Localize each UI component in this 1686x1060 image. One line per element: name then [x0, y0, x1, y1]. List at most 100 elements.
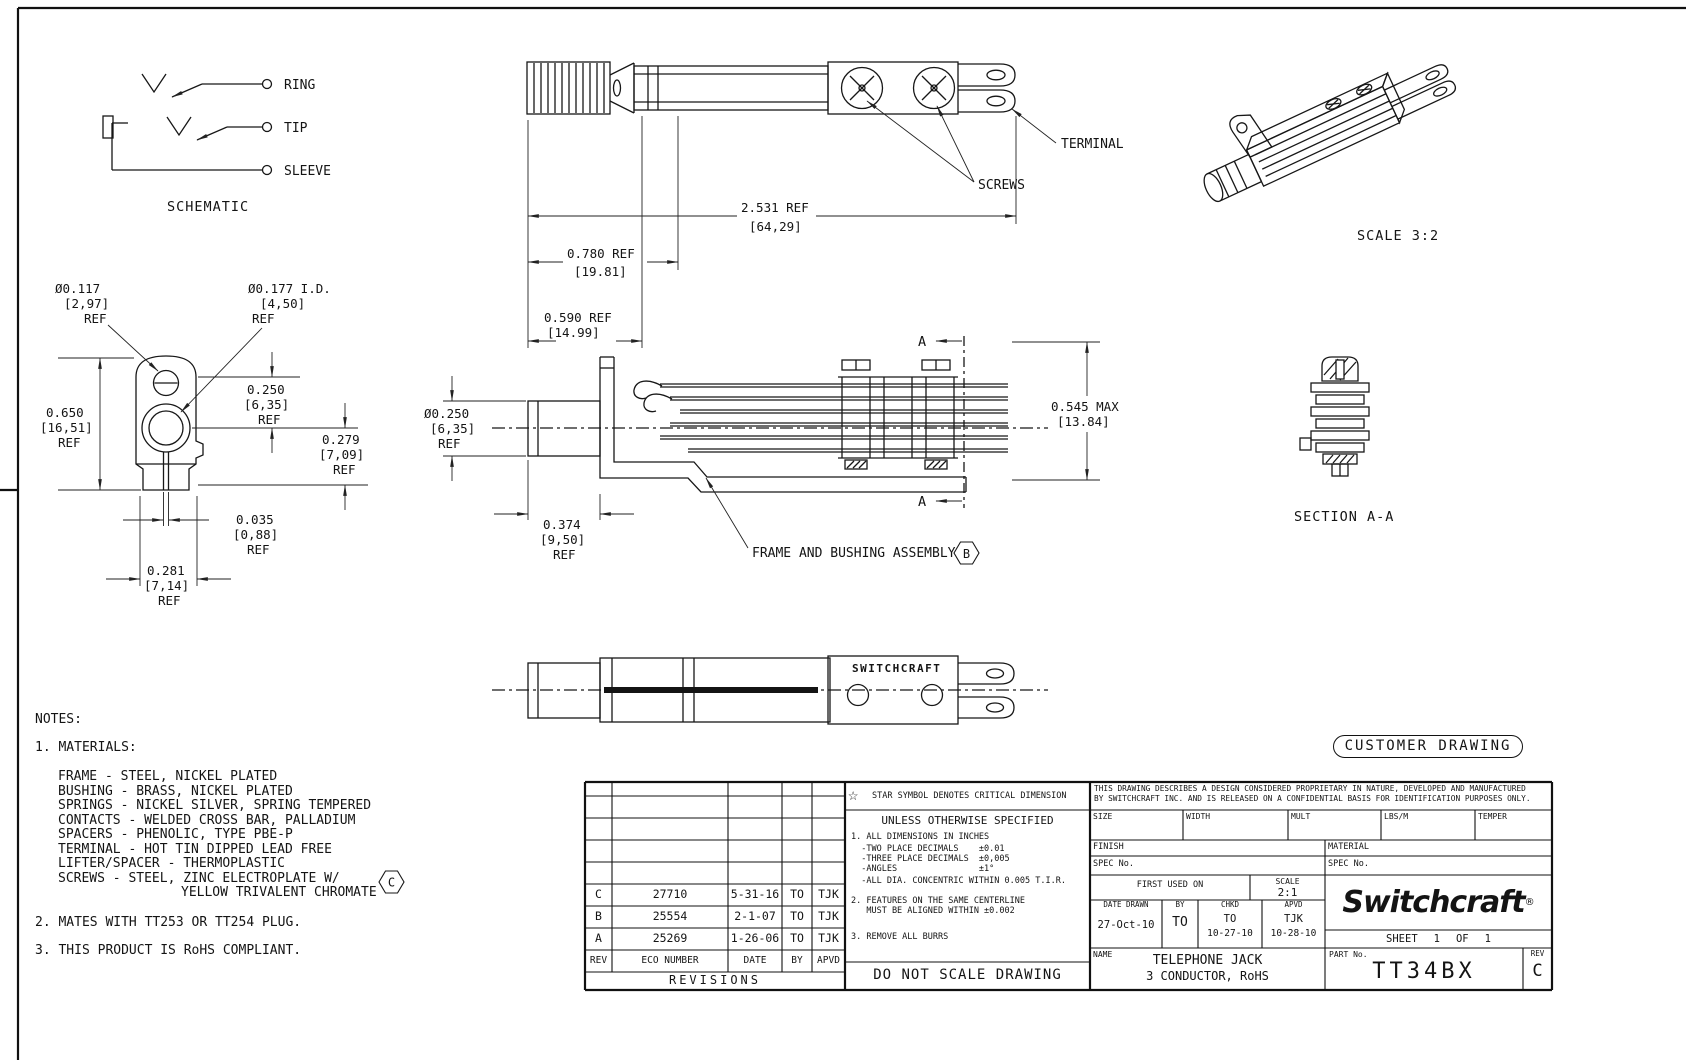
rev-row-by: TO	[790, 931, 804, 946]
material-line-continued: YELLOW TRIVALENT CHROMATE	[181, 885, 377, 900]
material-spec-label: SPEC No.	[1328, 859, 1369, 869]
dia-id-ref: REF	[252, 311, 275, 326]
chkd-value: TO	[1223, 913, 1237, 925]
dia-id-mm: [4,50]	[260, 296, 305, 311]
part-name-line1: TELEPHONE JACK	[1152, 953, 1263, 968]
screws-label: SCREWS	[978, 178, 1025, 193]
main-view-dimensions	[443, 339, 1100, 565]
mult-label: MULT	[1291, 812, 1311, 821]
revisions-caption: REVISIONS	[668, 973, 762, 988]
section-view-body	[1299, 356, 1370, 477]
rev-header-rev: REV	[589, 954, 608, 966]
rev-value: C	[1532, 961, 1543, 981]
sleeve-label: SLEEVE	[284, 164, 331, 179]
finish-spec-label: SPEC No.	[1093, 859, 1134, 869]
notes-rev-hexagon	[378, 870, 405, 894]
apvd-value: TJK	[1284, 913, 1303, 925]
tolerance-line: 2. FEATURES ON THE SAME CENTERLINE	[851, 896, 1025, 906]
dim-780-mm: [19.81]	[574, 264, 627, 279]
dim-374-ref: REF	[553, 547, 576, 562]
rev-row-by: TO	[790, 909, 804, 924]
name-label: NAME	[1093, 950, 1113, 959]
dim-250-mm: [6,35]	[244, 397, 289, 412]
dim-374-mm: [9,50]	[540, 532, 585, 547]
material-line: LIFTER/SPACER - THERMOPLASTIC	[58, 856, 285, 871]
lbsm-label: LBS/M	[1384, 812, 1409, 821]
rev-row-apvd: TJK	[818, 909, 839, 924]
rev-row-apvd: TJK	[818, 931, 839, 946]
rev-row-eco: 27710	[652, 887, 688, 902]
main-view-body	[492, 336, 1048, 508]
dia-bushing-ref: REF	[438, 436, 461, 451]
material-line: SPACERS - PHENOLIC, TYPE PBE-P	[58, 827, 293, 842]
rev-row-eco: 25554	[652, 909, 688, 924]
tolerance-line: -ANGLES ±1°	[851, 864, 995, 874]
rev-row-rev: B	[595, 909, 602, 924]
dim-279-mm: [7,09]	[319, 447, 364, 462]
dia-bushing: Ø0.250	[424, 406, 469, 421]
scale-value: 2:1	[1277, 886, 1298, 899]
of-value: 1	[1484, 932, 1491, 945]
customer-drawing-badge: CUSTOMER DRAWING	[1333, 735, 1523, 758]
notes-rev-flag: C	[388, 876, 395, 890]
dim-281: 0.281	[147, 563, 185, 578]
top-view-body	[526, 61, 1016, 115]
date-drawn-value: 27-Oct-10	[1097, 919, 1155, 931]
tolerance-line: -ALL DIA. CONCENTRIC WITHIN 0.005 T.I.R.	[851, 876, 1066, 886]
iso-scale-label: SCALE 3:2	[1357, 228, 1439, 244]
tolerance-heading: UNLESS OTHERWISE SPECIFIED	[881, 814, 1054, 827]
section-marker-top: A	[918, 334, 927, 350]
rev-row-date: 1-26-06	[730, 931, 780, 946]
tolerance-line: -TWO PLACE DECIMALS ±0.01	[851, 844, 1005, 854]
of-label: OF	[1455, 932, 1469, 945]
part-no-label: PART No.	[1329, 950, 1368, 959]
rev-row-eco: 25269	[652, 931, 688, 946]
rev-row-rev: A	[595, 931, 602, 946]
section-marker-bottom: A	[918, 494, 927, 510]
date-drawn-label: DATE DRAWN	[1103, 900, 1149, 909]
dim-281-mm: [7,14]	[144, 578, 189, 593]
dia-id: Ø0.177 I.D.	[248, 281, 331, 296]
dim-780: 0.780 REF	[567, 246, 635, 261]
dim-035-mm: [0,88]	[233, 527, 278, 542]
front-view-dimensions	[58, 324, 368, 586]
dim-650-ref: REF	[58, 435, 81, 450]
chkd-date: 10-27-10	[1207, 928, 1253, 939]
logo-text: Switchcraft	[1342, 884, 1525, 920]
by-label: BY	[1175, 900, 1185, 909]
scale-label: SCALE	[1275, 877, 1300, 886]
tolerance-line: -THREE PLACE DECIMALS ±0,005	[851, 854, 1010, 864]
dim-overall: 2.531 REF	[741, 200, 809, 215]
bottom-view-body	[492, 655, 1048, 725]
apvd-label: APVD	[1284, 900, 1303, 909]
frame-bushing-callout: FRAME AND BUSHING ASSEMBLY	[752, 546, 956, 561]
switchcraft-logo: Switchcraft®	[1325, 876, 1552, 930]
tip-label: TIP	[284, 121, 308, 136]
sheet-frame-border	[0, 6, 1686, 1060]
tolerance-line: 3. REMOVE ALL BURRS	[851, 932, 949, 942]
material-line: CONTACTS - WELDED CROSS BAR, PALLADIUM	[58, 813, 356, 828]
brand-on-part: SWITCHCRAFT	[852, 662, 941, 675]
finish-label: FINISH	[1093, 842, 1124, 852]
material-line: SCREWS - STEEL, ZINC ELECTROPLATE W/	[58, 871, 340, 886]
material-label: MATERIAL	[1328, 842, 1369, 852]
dia-small-mm: [2,97]	[64, 296, 109, 311]
star-note: STAR SYMBOL DENOTES CRITICAL DIMENSION	[872, 791, 1067, 801]
sheet-label: SHEET	[1386, 932, 1418, 945]
first-used-label: FIRST USED ON	[1136, 880, 1204, 890]
sheet-row: SHEET 1 OF 1	[1325, 930, 1552, 948]
notes-item-materials: 1. MATERIALS:	[35, 740, 137, 755]
rev-header-apvd: APVD	[817, 954, 840, 966]
do-not-scale-note: DO NOT SCALE DRAWING	[873, 967, 1062, 983]
schematic-title: SCHEMATIC	[167, 199, 249, 215]
terminal-label: TERMINAL	[1061, 137, 1124, 152]
temper-label: TEMPER	[1478, 812, 1507, 821]
notes-item-mates: 2. MATES WITH TT253 OR TT254 PLUG.	[35, 915, 302, 930]
ring-label: RING	[284, 78, 315, 93]
dim-590-mm: [14.99]	[547, 325, 600, 340]
dia-small-ref: REF	[84, 311, 107, 326]
apvd-date: 10-28-10	[1270, 928, 1317, 939]
width-label: WIDTH	[1186, 812, 1211, 821]
